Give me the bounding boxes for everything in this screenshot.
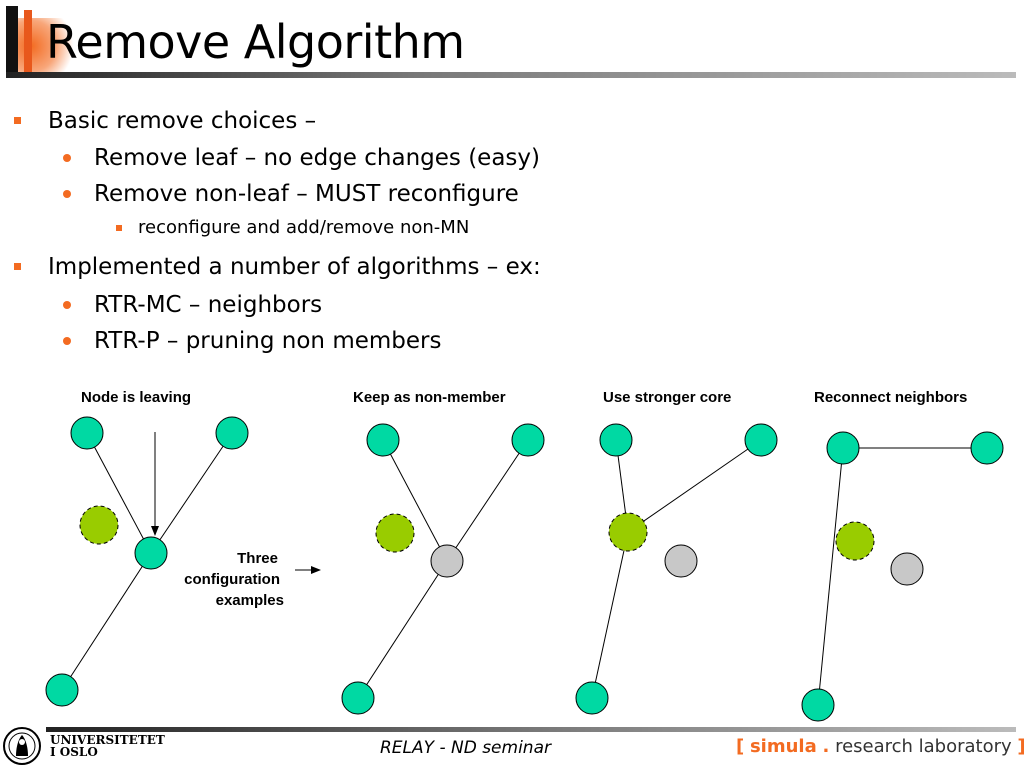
core-node	[79, 505, 119, 545]
tree-edge	[382, 439, 448, 562]
member-node	[45, 673, 79, 707]
university-name-line: I OSLO	[50, 745, 98, 759]
bullet-dot-icon	[63, 337, 71, 345]
tree-edge	[150, 432, 233, 554]
bullet-text: Basic remove choices –	[48, 108, 317, 134]
bullet-text: reconfigure and add/remove non-MN	[138, 217, 470, 238]
panel-label: Keep as non-member	[353, 389, 506, 406]
panel-reconnect-neighbors	[801, 431, 1004, 722]
simula-name: simula	[749, 736, 817, 757]
simula-bracket: [	[736, 736, 745, 757]
bullet-text: RTR-MC – neighbors	[94, 292, 323, 318]
bullet-square-icon	[116, 225, 122, 231]
bullet-square-icon	[14, 263, 21, 270]
tree-edge	[357, 560, 448, 699]
member-node	[341, 681, 375, 715]
tree-edge	[86, 432, 152, 554]
tree-edge	[627, 439, 762, 533]
simula-dot: .	[822, 736, 830, 757]
title-accent-bar	[6, 6, 18, 78]
panel-label: Use stronger core	[603, 389, 731, 406]
simula-tagline: research laboratory	[835, 736, 1012, 757]
footer-title: RELAY - ND seminar	[380, 738, 551, 758]
tree-edge	[446, 439, 529, 562]
title-rule	[6, 72, 1016, 78]
member-node	[826, 431, 860, 465]
member-node	[599, 423, 633, 457]
core-node	[375, 513, 415, 553]
panel-label: Reconnect neighbors	[814, 389, 967, 406]
bullet-dot-icon	[63, 301, 71, 309]
bullet-dot-icon	[63, 154, 71, 162]
simula-logo: [ simula . research laboratory ]	[736, 736, 1024, 757]
university-name-line: UNIVERSITETET	[50, 733, 165, 747]
annotation-text: examples	[216, 592, 284, 609]
annotation-text: Three	[237, 550, 278, 567]
bullet-text: Remove non-leaf – MUST reconfigure	[94, 181, 519, 207]
core-node	[835, 521, 875, 561]
university-seal-icon	[3, 727, 41, 765]
member-node	[970, 431, 1004, 465]
member-node	[70, 416, 104, 450]
title-accent-bar-orange	[24, 10, 32, 74]
university-name: UNIVERSITETET I OSLO	[50, 734, 165, 758]
non-member-node	[664, 544, 698, 578]
non-member-node	[430, 544, 464, 578]
panel-label: Node is leaving	[81, 389, 191, 406]
member-node	[511, 423, 545, 457]
member-node	[744, 423, 778, 457]
member-node	[366, 423, 400, 457]
panel-keep-non-member	[341, 423, 545, 715]
tree-edge	[817, 447, 844, 706]
simula-bracket: ]	[1017, 736, 1024, 757]
bullet-text: RTR-P – pruning non members	[94, 328, 442, 354]
tree-edge	[61, 552, 152, 691]
annotation-text: configuration	[184, 571, 280, 588]
non-member-node	[890, 552, 924, 586]
panel-stronger-core	[575, 423, 778, 715]
member-node	[801, 688, 835, 722]
panel-node-leaving	[45, 416, 249, 707]
member-node	[215, 416, 249, 450]
bullet-dot-icon	[63, 190, 71, 198]
tree-edge	[591, 531, 629, 699]
title-accent-glow	[10, 18, 80, 74]
bullet-square-icon	[14, 117, 21, 124]
slide-title: Remove Algorithm	[46, 15, 465, 69]
bullet-text: Implemented a number of algorithms – ex:	[48, 254, 541, 280]
leaving-node	[134, 536, 168, 570]
member-node	[575, 681, 609, 715]
bullet-text: Remove leaf – no edge changes (easy)	[94, 145, 540, 171]
core-node	[608, 512, 648, 552]
footer-rule	[46, 727, 1016, 732]
